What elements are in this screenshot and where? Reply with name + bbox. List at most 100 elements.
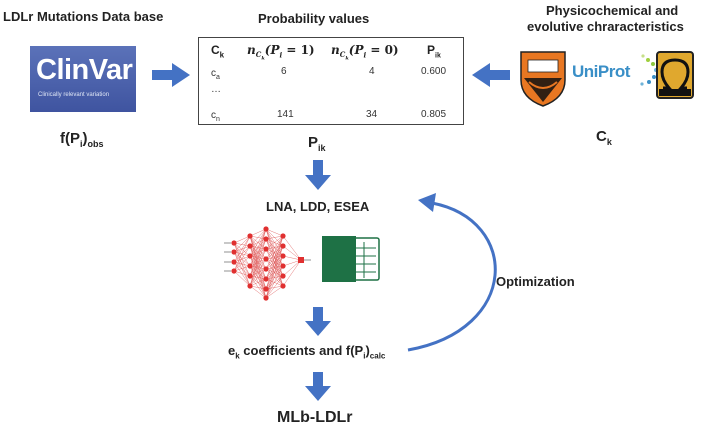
nn-edge bbox=[265, 248, 284, 257]
nn-edge bbox=[249, 238, 267, 277]
nn-edge bbox=[265, 248, 284, 267]
nn-node bbox=[247, 233, 253, 239]
row1-n0: 4 bbox=[369, 66, 375, 77]
nn-edge bbox=[265, 265, 284, 270]
nn-edge bbox=[233, 261, 251, 267]
nn-node bbox=[280, 263, 286, 269]
nn-edge bbox=[282, 255, 302, 261]
nn-edge bbox=[233, 270, 251, 277]
physico-title-line2: evolutive chraracteristics bbox=[527, 19, 684, 34]
nn-edge bbox=[249, 248, 267, 257]
nn-edge bbox=[233, 235, 251, 272]
nn-edge bbox=[265, 255, 284, 299]
nn-edge bbox=[249, 245, 267, 299]
nn-edge bbox=[249, 275, 267, 290]
clustal-name: CLUSTAL bbox=[659, 91, 682, 97]
clinvar-name: ClinVar bbox=[36, 54, 133, 86]
nn-edge bbox=[265, 245, 284, 260]
nn-edge bbox=[249, 248, 267, 287]
nn-edge bbox=[249, 255, 267, 260]
nn-edge bbox=[249, 228, 267, 267]
nn-edge bbox=[249, 228, 267, 257]
nn-edge bbox=[265, 245, 284, 250]
nn-edge bbox=[249, 265, 267, 280]
row2-p: 0.805 bbox=[421, 109, 447, 120]
nn-node bbox=[280, 283, 286, 289]
nn-edge bbox=[249, 255, 267, 270]
row2-c: cn bbox=[211, 110, 220, 123]
nn-edge bbox=[265, 235, 284, 270]
nn-edge bbox=[282, 259, 302, 277]
nn-edge bbox=[265, 235, 284, 240]
nn-edge bbox=[233, 235, 251, 253]
nn-edge bbox=[249, 248, 267, 277]
nn-edge bbox=[249, 258, 267, 287]
nn-edge bbox=[265, 258, 284, 277]
nn-edge bbox=[265, 268, 284, 287]
nn-edge bbox=[249, 228, 267, 287]
f-obs-label: f(Pi)obs bbox=[60, 130, 104, 149]
nn-edge bbox=[265, 235, 284, 260]
nn-edge bbox=[265, 238, 284, 247]
nn-edge bbox=[249, 238, 267, 287]
header-n-zero: nCk(Pi = 0) bbox=[331, 43, 399, 62]
nn-edge bbox=[249, 238, 267, 247]
optimization-label: Optimization bbox=[496, 274, 575, 289]
nn-edge bbox=[265, 248, 284, 277]
clinvar-tagline: Clinically relevant variation bbox=[38, 92, 110, 98]
excel-icon bbox=[322, 236, 380, 282]
clinvar-logo: ClinVar Clinically relevant variation bbox=[30, 46, 136, 112]
nn-edge bbox=[249, 245, 267, 260]
nn-edge bbox=[233, 251, 251, 257]
nn-node bbox=[247, 283, 253, 289]
probability-title: Probability values bbox=[258, 11, 370, 26]
neural-network-nodes bbox=[224, 226, 311, 301]
nn-edge bbox=[265, 228, 284, 247]
nn-edge bbox=[249, 235, 267, 280]
neural-network-icon bbox=[233, 228, 302, 299]
nn-edge bbox=[249, 245, 267, 270]
nn-node bbox=[231, 240, 237, 246]
nn-edge bbox=[249, 268, 267, 277]
nn-node bbox=[263, 236, 269, 242]
nn-node bbox=[231, 259, 237, 265]
nn-node bbox=[280, 243, 286, 249]
nn-edge bbox=[233, 235, 251, 244]
nn-edge bbox=[265, 255, 284, 260]
arrow-down-1 bbox=[305, 160, 331, 190]
nn-edge bbox=[249, 255, 267, 290]
nn-node bbox=[231, 249, 237, 255]
nn-edge bbox=[282, 235, 302, 261]
nn-edge bbox=[249, 258, 267, 267]
nn-node bbox=[280, 253, 286, 259]
uniprot-logo: UniProt bbox=[572, 62, 630, 81]
row2-n1: 141 bbox=[277, 109, 294, 120]
nn-edge bbox=[265, 265, 284, 280]
header-ck: Ck bbox=[211, 43, 225, 60]
nn-edge bbox=[249, 235, 267, 299]
nn-edge bbox=[249, 265, 267, 270]
nn-edge bbox=[249, 228, 267, 237]
nn-edge bbox=[249, 255, 267, 299]
nn-edge bbox=[249, 278, 267, 287]
physico-title-line1: Physicochemical and bbox=[546, 3, 679, 18]
nn-edge bbox=[265, 228, 284, 237]
result-label: MLb-LDLr bbox=[277, 409, 353, 426]
nn-edge bbox=[265, 228, 284, 287]
methods-label: LNA, LDD, ESEA bbox=[266, 199, 370, 214]
nn-edge bbox=[265, 235, 284, 290]
arrow-physico-to-table bbox=[472, 63, 510, 87]
nn-edge bbox=[265, 275, 284, 299]
nn-edge bbox=[249, 238, 267, 257]
nn-node bbox=[263, 256, 269, 262]
nn-node bbox=[263, 276, 269, 282]
nn-edge bbox=[265, 265, 284, 299]
nn-edge bbox=[233, 251, 251, 287]
nn-edge bbox=[233, 261, 251, 287]
nn-edge bbox=[265, 255, 284, 290]
nn-edge bbox=[265, 275, 284, 290]
nn-edge bbox=[265, 235, 284, 250]
nn-node bbox=[263, 286, 269, 292]
row2-n0: 34 bbox=[366, 109, 378, 120]
nn-edge bbox=[265, 238, 284, 267]
